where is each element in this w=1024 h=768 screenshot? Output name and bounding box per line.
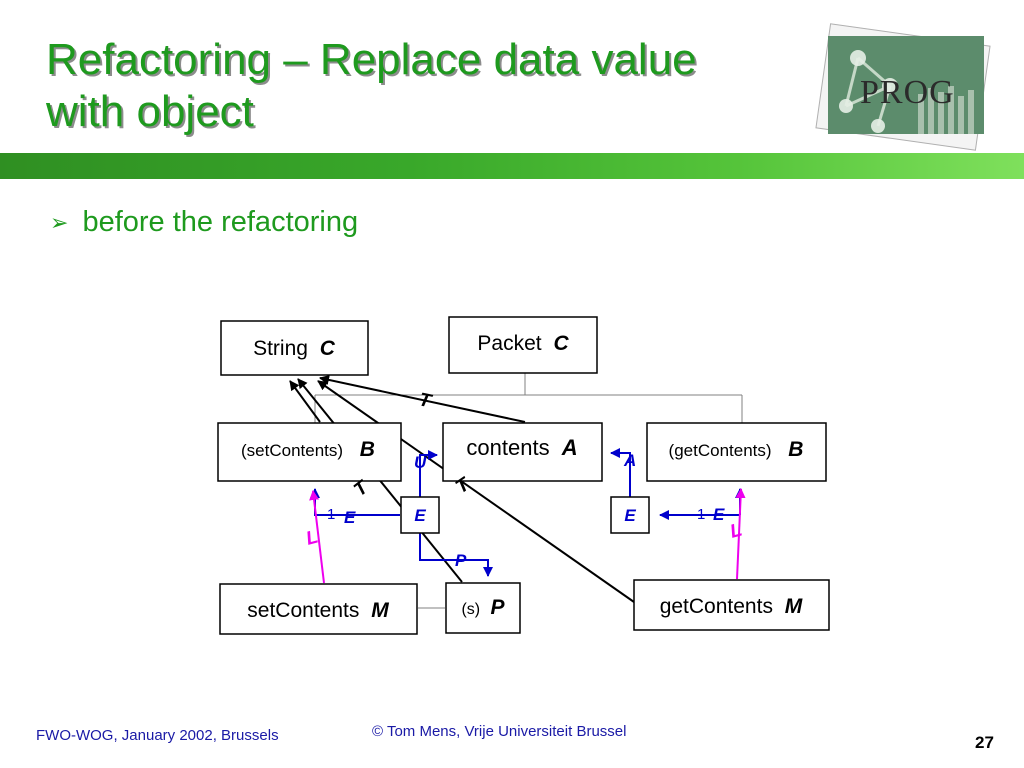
node-packet-type: C — [553, 332, 569, 355]
node-contents-name: contents — [466, 435, 549, 460]
svg-text:(getContents) B: (getContents) B — [669, 438, 804, 461]
slide-title-line-1: Refactoring – Replace data value — [46, 35, 697, 84]
svg-text:getContents M: getContents M — [660, 595, 803, 618]
prog-logo: PROG — [815, 22, 992, 151]
footer-center: © Tom Mens, Vrije Universiteit Brussel — [372, 723, 627, 740]
logo-text: PROG — [860, 74, 955, 111]
edge-e-left-to-sparam — [419, 533, 493, 577]
containment-lines — [314, 373, 743, 609]
node-e-right-type: E — [624, 506, 636, 525]
edge-setmethod-to-setparam — [309, 490, 325, 584]
label-a: A — [623, 451, 636, 470]
label-e-left: E — [344, 508, 356, 527]
node-getmethod: getContents M — [633, 579, 830, 631]
svg-text:setContents M: setContents M — [247, 599, 389, 622]
label-u: U — [414, 453, 427, 472]
page-number: 27 — [975, 733, 994, 752]
bullet-item: ➢ before the refactoring — [50, 206, 358, 239]
node-e-left-type: E — [414, 506, 426, 525]
svg-text:(setContents) B: (setContents) B — [241, 438, 375, 461]
node-packet: Packet C — [448, 316, 598, 374]
magenta-edges — [309, 488, 746, 584]
slide-title-line-2: with object — [46, 87, 254, 136]
svg-text:contents A: contents A — [466, 435, 577, 460]
label-e-right: E — [713, 505, 725, 524]
node-sparam: (s) P — [445, 582, 521, 634]
node-getparam-type: B — [788, 438, 803, 461]
svg-text:String C: String C — [253, 337, 336, 360]
arrow-bullet-icon: ➢ — [50, 209, 69, 235]
header-band — [0, 153, 1024, 179]
edge-e-right-to-contents — [610, 448, 631, 497]
node-string-name: String — [253, 337, 308, 360]
label-one-right: 1 — [697, 506, 705, 523]
node-getmethod-name: getContents — [660, 595, 773, 618]
label-l-left: L — [304, 527, 321, 550]
label-p: P — [455, 551, 467, 570]
edge-contents-to-string — [319, 375, 526, 423]
node-getparam-name: (getContents) — [669, 441, 772, 460]
svg-text:Packet C: Packet C — [477, 332, 569, 355]
label-one-left: 1 — [327, 506, 335, 523]
node-setparam-name: (setContents) — [241, 441, 343, 460]
node-setmethod-name: setContents — [247, 599, 359, 622]
node-e-right: E — [610, 496, 650, 534]
svg-text:(s) P: (s) P — [461, 596, 505, 619]
node-string: String C — [220, 320, 369, 376]
slide-title: Refactoring – Replace data value with ob… — [46, 34, 697, 138]
node-getmethod-type: M — [785, 595, 803, 618]
node-setmethod: setContents M — [219, 583, 418, 635]
label-l-right: L — [728, 520, 745, 543]
node-contents-type: A — [561, 435, 578, 460]
edge-setparam-to-string — [289, 380, 321, 423]
edge-e-left-to-contents — [419, 450, 438, 497]
footer-left: FWO-WOG, January 2002, Brussels — [36, 727, 279, 744]
node-getparam: (getContents) B — [646, 422, 827, 482]
node-sparam-type: P — [491, 596, 506, 619]
edge-getmethod-to-string — [317, 380, 635, 603]
atomium-graphic — [828, 36, 984, 134]
node-setmethod-type: M — [371, 599, 389, 622]
bullet-text: before the refactoring — [82, 206, 359, 238]
atomium-logo-icon: PROG — [828, 36, 984, 134]
node-e-left: E — [400, 496, 440, 534]
edge-getmethod-to-getparam — [735, 488, 746, 580]
node-setparam-type: B — [360, 438, 375, 461]
node-setparam: (setContents) B — [217, 422, 402, 482]
node-packet-name: Packet — [477, 332, 541, 355]
node-contents: contents A — [442, 422, 603, 482]
node-string-type: C — [320, 337, 336, 360]
node-sparam-name: (s) — [461, 601, 480, 618]
